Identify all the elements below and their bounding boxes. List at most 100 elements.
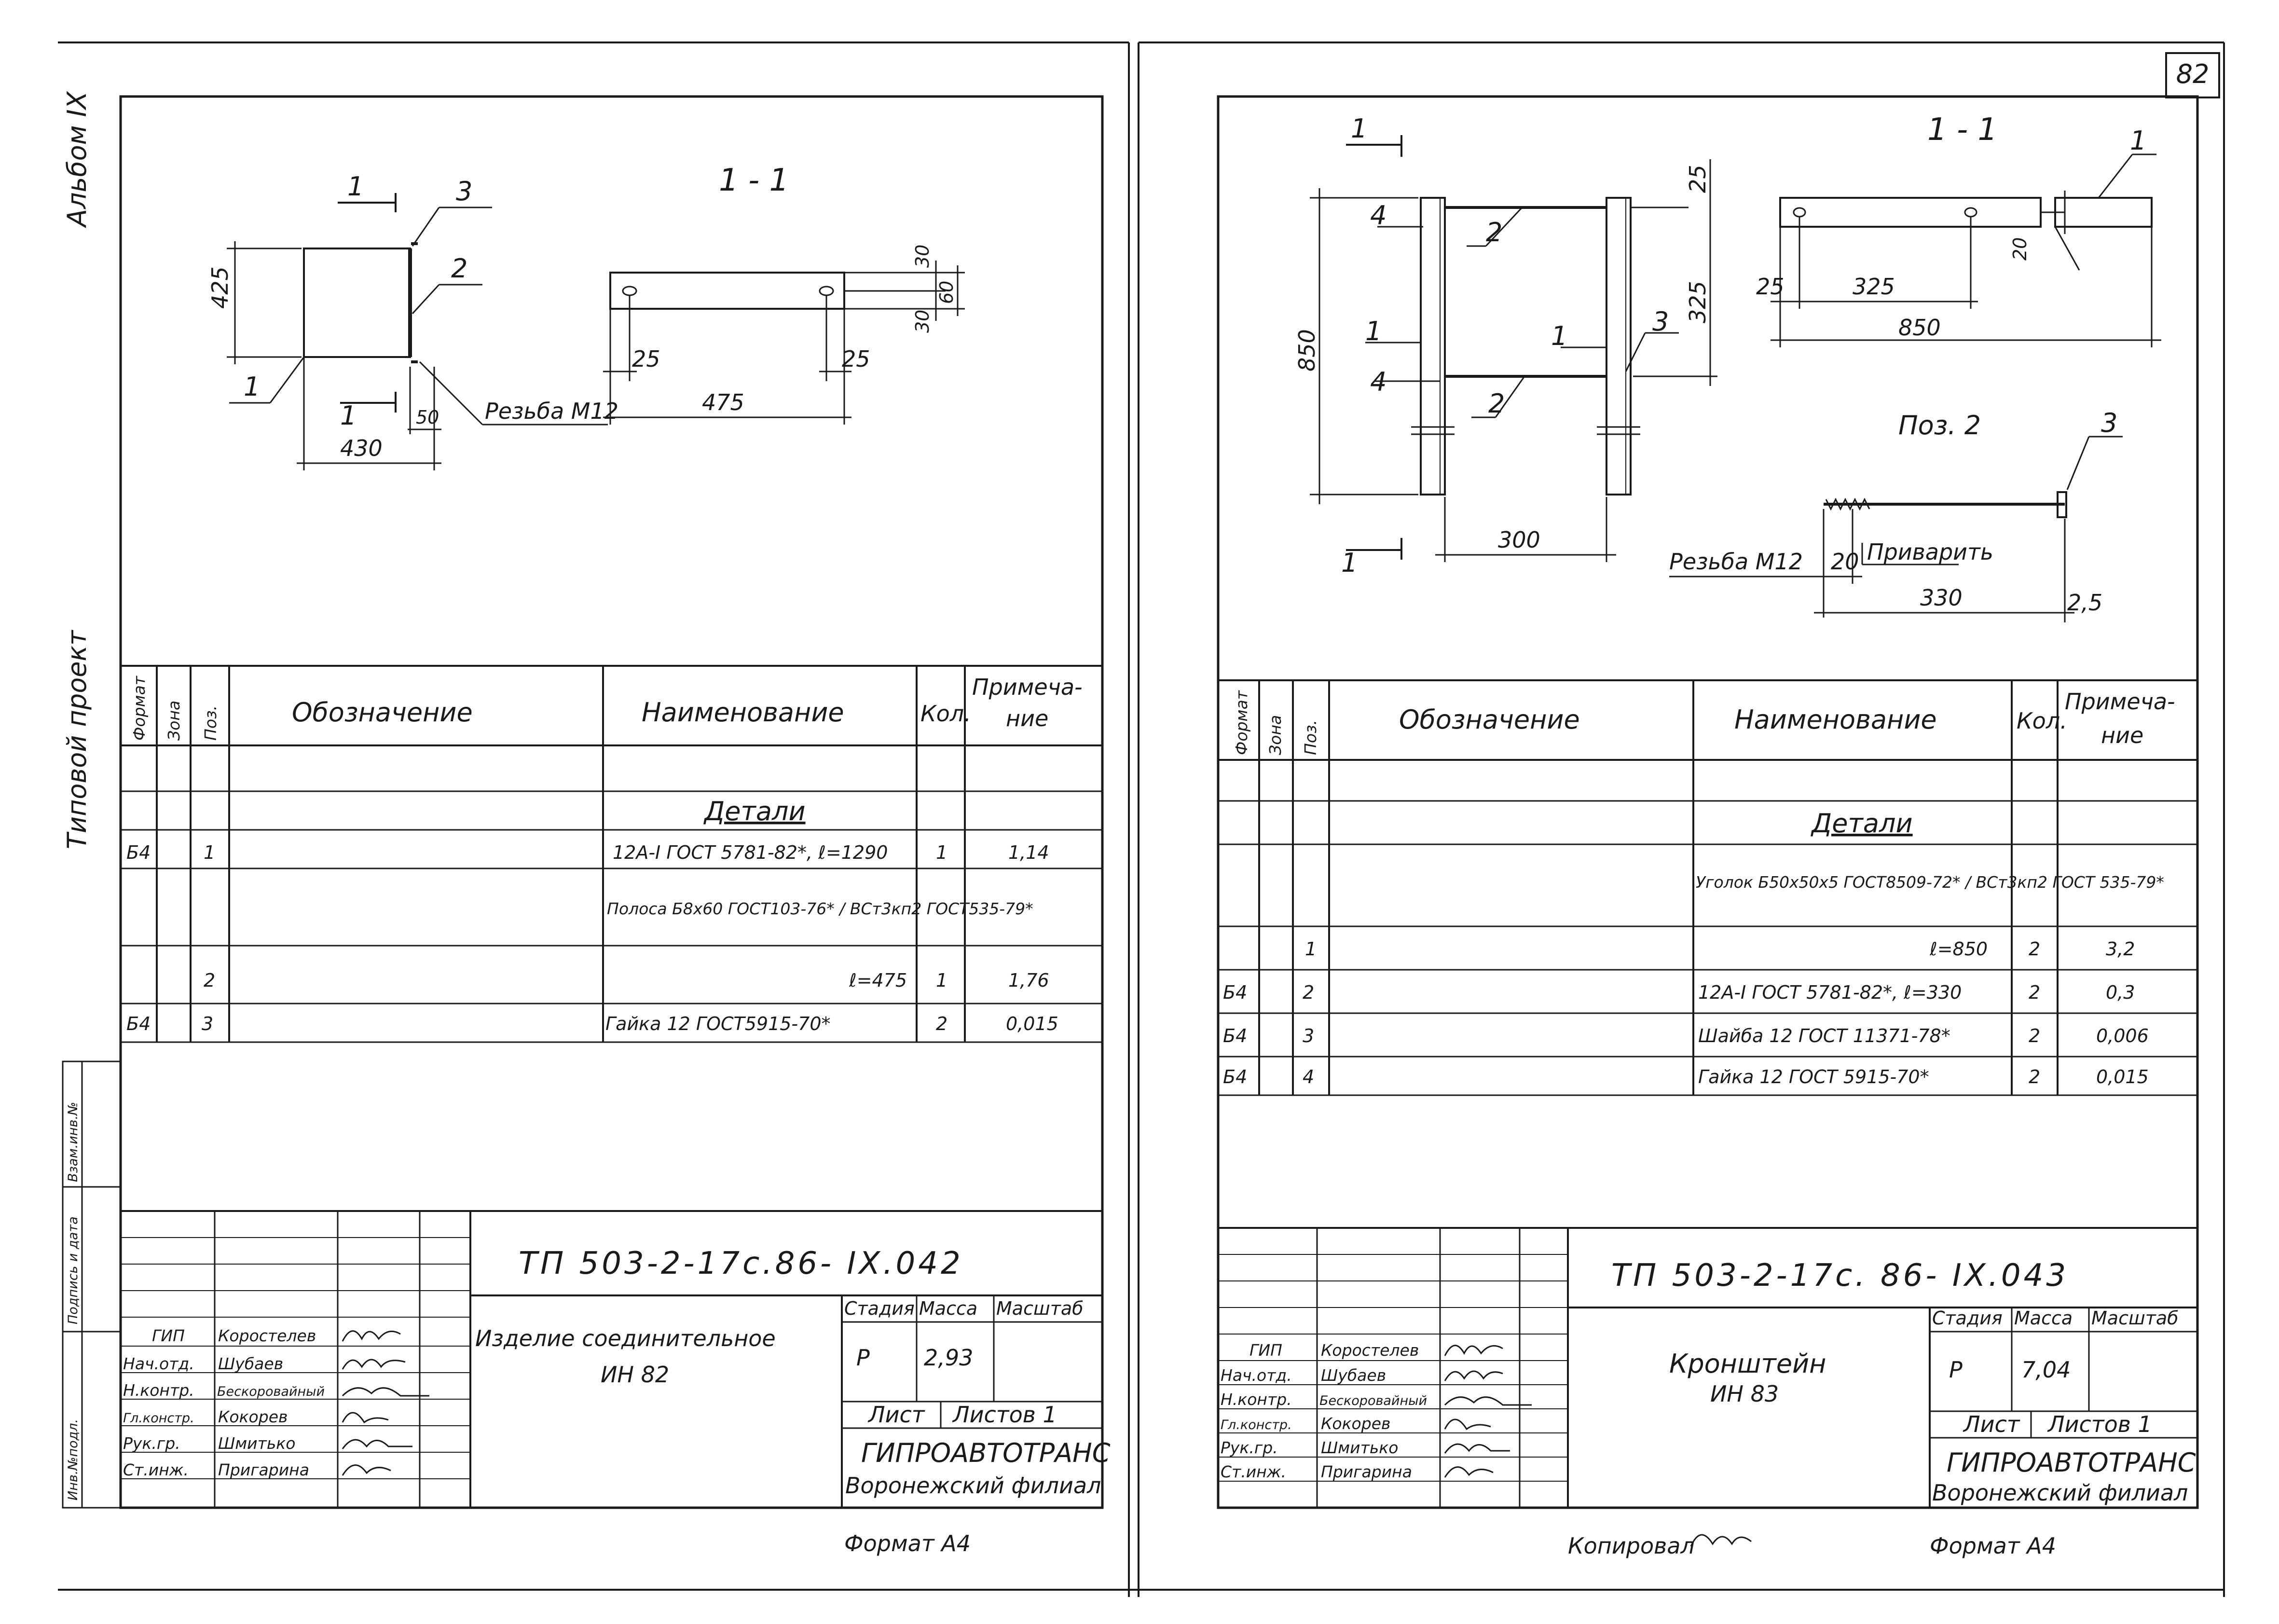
sheet-border [58, 41, 2225, 1597]
dim-325-vertical: 325 [1685, 281, 1711, 323]
right-title-block [1218, 1227, 2197, 1508]
right-mass-label: Масса [2014, 1307, 2073, 1329]
right-row1-name: Уголок Б50х50х5 ГОСТ8509-72* / ВСт3кп2 Г… [1696, 873, 2164, 892]
left-format-label: Формат А4 [844, 1530, 971, 1556]
left-row4-pos: 3 [202, 1013, 213, 1034]
left-hdr-zone: Зона [165, 701, 183, 741]
left-sheets-label: Листов 1 [952, 1402, 1057, 1428]
right-staff-role-4: Гл.констр. [1221, 1418, 1292, 1432]
right-staff-name-3: Бескоровайный [1319, 1393, 1427, 1408]
left-mass-value: 2,93 [924, 1345, 973, 1371]
left-row3-name: ℓ=475 [849, 970, 907, 991]
left-hdr-pos: Поз. [201, 705, 220, 741]
right-sheet-label: Лист [1963, 1411, 2020, 1437]
right-cut-bottom: 1 [1341, 548, 1358, 578]
left-row2-name: Полоса Б8х60 ГОСТ103-76* / ВСт3кп2 ГОСТ5… [607, 899, 1033, 918]
right-item-name-2: ИН 83 [1710, 1381, 1779, 1407]
left-callout-1: 1 [244, 372, 260, 402]
right-org-1: ГИПРОАВТОТРАНС [1947, 1447, 2196, 1478]
left-section-label: 1 - 1 [719, 163, 789, 198]
right-hdr-qty: Кол. [2017, 708, 2067, 734]
left-frame [119, 95, 1104, 1509]
project-label: Типовой проект [62, 630, 92, 849]
left-spec-table [121, 665, 1102, 1043]
left-staff-role-2: Нач.отд. [123, 1354, 194, 1373]
right-sheets-label: Листов 1 [2047, 1411, 2152, 1437]
left-row1-name: 12А-I ГОСТ 5781-82*, ℓ=1290 [613, 842, 888, 863]
left-hdr-note-1: Примеча- [972, 674, 1083, 700]
left-staff: ГИП Коростелев Нач.отд. Шубаев Н.контр. … [123, 1326, 325, 1479]
album-label: Альбом IX [62, 91, 92, 228]
right-staff-role-6: Ст.инж. [1221, 1462, 1286, 1481]
left-staff-name-6: Пригарина [218, 1460, 309, 1479]
right-stage-label: Стадия [1932, 1307, 2003, 1329]
right-staff-name-1: Коростелев [1321, 1341, 1419, 1360]
right-row3-name: 12А-I ГОСТ 5781-82*, ℓ=330 [1698, 982, 1962, 1003]
dim-850-vertical: 850 [1294, 329, 1320, 372]
left-staff-role-3: Н.контр. [123, 1381, 194, 1400]
left-staff-name-3: Бескоровайный [217, 1384, 325, 1399]
left-item-name-1: Изделие соединительное [475, 1325, 776, 1351]
left-row4-note: 0,015 [1006, 1013, 1058, 1034]
right-hdr-designation: Обозначение [1399, 704, 1580, 735]
right-staff-name-6: Пригарина [1321, 1462, 1412, 1481]
right-row2-pos: 1 [1305, 938, 1317, 960]
left-title-block [121, 1210, 1102, 1508]
dim-30-bottom: 30 [912, 310, 933, 333]
right-section-callout-1: 1 [2130, 125, 2146, 156]
left-callout-2: 2 [451, 253, 467, 284]
dim-p20: 20 [1831, 549, 1859, 575]
right-pos2-callout-3: 3 [2101, 408, 2117, 438]
dim-s325: 325 [1853, 274, 1895, 300]
right-callout-2a: 2 [1486, 217, 1502, 248]
right-hdr-pos: Поз. [1301, 720, 1320, 755]
left-mass-label: Масса [919, 1298, 977, 1319]
right-staff-name-4: Кокорев [1321, 1414, 1390, 1433]
dim-430: 430 [340, 435, 383, 461]
dim-425: 425 [207, 266, 233, 309]
left-callout-3: 3 [456, 176, 472, 206]
left-row4-qty: 2 [936, 1013, 947, 1034]
copier-signature [1690, 1534, 1752, 1547]
right-row2-name: ℓ=850 [1929, 938, 1988, 960]
right-row4-format: Б4 [1223, 1025, 1247, 1046]
right-callout-1a: 1 [1365, 316, 1382, 346]
left-staff-name-5: Шмитько [218, 1434, 295, 1453]
right-copied-label: Копировал [1568, 1533, 1695, 1559]
right-staff-name-2: Шубаев [1321, 1366, 1386, 1385]
right-staff-name-5: Шмитько [1321, 1438, 1398, 1457]
left-cut-bottom: 1 [340, 400, 357, 431]
right-drawing: 1 - 1 1 1 850 325 25 300 [1294, 112, 2161, 622]
dim-25-left: 25 [632, 346, 660, 372]
right-frame [1217, 95, 2199, 1509]
stamp-replace-inv: Взам.инв.№ [66, 1102, 81, 1182]
left-scale-label: Масштаб [996, 1298, 1084, 1319]
right-row2-note: 3,2 [2106, 938, 2135, 960]
right-callout-3: 3 [1652, 306, 1669, 337]
right-hdr-format: Формат [1232, 689, 1251, 755]
dim-30-top: 30 [912, 245, 933, 268]
dim-60: 60 [936, 281, 957, 304]
right-row5-pos: 4 [1303, 1066, 1314, 1087]
dim-475: 475 [702, 389, 744, 415]
right-row5-qty: 2 [2029, 1066, 2040, 1087]
right-thread-label: Резьба М12 [1669, 549, 1803, 575]
dim-p25: 2,5 [2067, 590, 2102, 616]
left-row1-note: 1,14 [1008, 842, 1049, 863]
stamp-sign-date: Подпись и дата [66, 1216, 81, 1324]
right-row4-name: Шайба 12 ГОСТ 11371-78* [1698, 1025, 1950, 1046]
right-row2-qty: 2 [2029, 938, 2040, 960]
right-callout-4b: 4 [1370, 367, 1387, 397]
left-hdr-qty: Кол. [920, 701, 971, 727]
left-stage-label: Стадия [844, 1298, 915, 1319]
right-staff: ГИП Коростелев Нач.отд. Шубаев Н.контр. … [1221, 1341, 1427, 1481]
left-row3-pos: 2 [204, 970, 215, 991]
left-stage-value: Р [856, 1345, 870, 1371]
left-item-name-2: ИН 82 [601, 1362, 669, 1388]
left-row3-qty: 1 [936, 970, 947, 991]
left-spec-section: Детали [703, 796, 806, 826]
right-section-label: 1 - 1 [1927, 112, 1997, 148]
right-callout-4a: 4 [1370, 200, 1387, 231]
dim-25-vertical: 25 [1685, 165, 1711, 193]
